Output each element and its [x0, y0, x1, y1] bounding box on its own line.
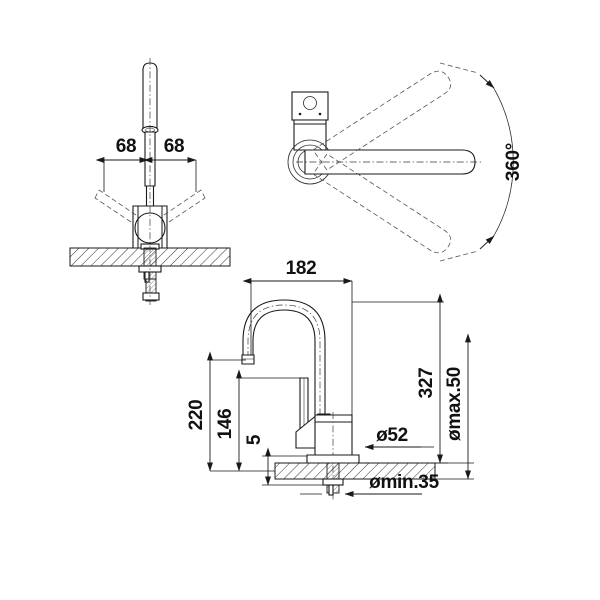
- plan-spout-lower-dashed: [312, 153, 452, 254]
- front-flex-hose: [145, 278, 157, 302]
- dim-ext-omax50: [435, 462, 474, 480]
- plan-dot-left: [298, 112, 302, 116]
- side-base-flange: [306, 454, 360, 464]
- front-body-edges: [137, 206, 163, 248]
- plan-arc-arrow-bottom: [479, 235, 495, 250]
- side-spout-centerline: [247, 304, 321, 415]
- dimension-146: 146: [215, 369, 300, 472]
- dimension-182: 182: [242, 258, 353, 415]
- dim-label-omin35: ømin.35: [369, 472, 439, 493]
- side-body: [314, 414, 353, 456]
- dim-label-327: 327: [416, 368, 437, 399]
- dimension-5: 5: [244, 434, 323, 486]
- dim-label-o52: ø52: [376, 425, 408, 446]
- side-spout-inner: [252, 309, 316, 415]
- dimension-68-pair: 68 68: [95, 136, 197, 192]
- plan-lever-circle: [303, 96, 317, 110]
- plan-arc-arrow-top: [479, 74, 495, 89]
- dim-label-146: 146: [215, 409, 236, 440]
- dimension-220: 220: [186, 351, 275, 472]
- dim-ext-5: [262, 455, 323, 486]
- dimension-omin35: ømin.35: [300, 472, 440, 497]
- side-elevation-view: 182 220 146 5: [186, 258, 474, 500]
- plan-dot-right: [318, 112, 322, 116]
- plan-spout-upper-dashed: [312, 70, 452, 171]
- dim-label-68-right: 68: [164, 136, 185, 157]
- front-spout-head: [142, 62, 158, 131]
- plan-spout-solid: [296, 149, 481, 175]
- dim-label-68-left: 68: [116, 136, 137, 157]
- dim-ext-68: [103, 160, 197, 192]
- plan-body-box: [291, 91, 329, 121]
- side-aerator: [241, 354, 255, 365]
- dimension-omax50: ømax.50: [435, 333, 474, 480]
- top-plan-view: 360°: [287, 62, 524, 262]
- dim-label-omax50: ømax.50: [444, 367, 465, 441]
- front-hose-fitting: [142, 292, 160, 301]
- side-mounting-nut: [322, 478, 344, 486]
- dim-label-360: 360°: [503, 143, 524, 181]
- front-swivel-indication: [94, 189, 206, 223]
- dim-label-182: 182: [286, 258, 317, 279]
- front-elevation-view: 68 68: [69, 58, 231, 305]
- dim-ext-220: [210, 359, 275, 472]
- side-stud: [328, 484, 334, 496]
- plan-leader-bottom: [439, 250, 479, 262]
- plan-swivel-arc: [491, 84, 514, 240]
- plan-leader-top: [439, 62, 479, 74]
- dim-label-5: 5: [244, 434, 265, 445]
- side-spout-outer: [242, 299, 326, 415]
- dim-label-220: 220: [186, 400, 207, 431]
- dim-ext-182: [250, 281, 353, 415]
- dimension-o52: ø52: [364, 425, 434, 450]
